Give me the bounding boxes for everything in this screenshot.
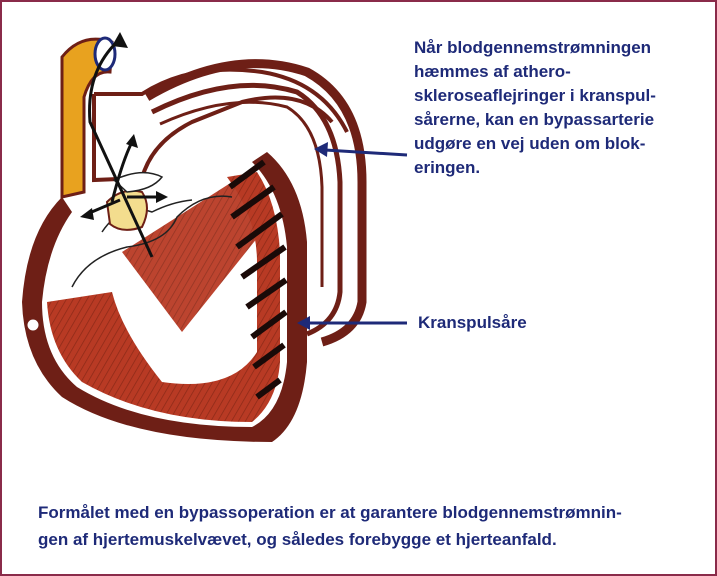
bypass-line: Når blodgennemstrømningen xyxy=(414,36,704,60)
coronary-artery-label: Kranspulsåre xyxy=(418,311,527,335)
bypass-line: sårerne, kan en bypassarterie xyxy=(414,108,704,132)
heart-bypass-illustration xyxy=(2,2,422,462)
bypass-line: udgøre en vej uden om blok- xyxy=(414,132,704,156)
caption-line: Formålet med en bypassoperation er at ga… xyxy=(38,499,708,526)
bypass-line: eringen. xyxy=(414,156,704,180)
bypass-explanation: Når blodgennemstrømningen hæmmes af athe… xyxy=(414,36,704,180)
bypass-line: skleroseaflejringer i kranspul- xyxy=(414,84,704,108)
caption-line: gen af hjertemuskelvævet, og således for… xyxy=(38,526,708,553)
bypass-line: hæmmes af athero- xyxy=(414,60,704,84)
figure-caption: Formålet med en bypassoperation er at ga… xyxy=(38,499,708,553)
